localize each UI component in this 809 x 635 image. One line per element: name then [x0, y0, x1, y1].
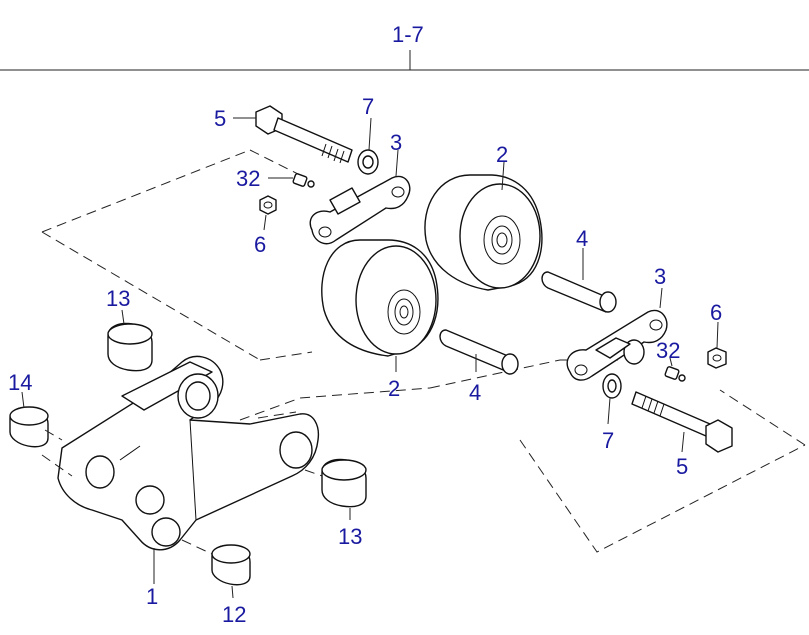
bushing-small [211, 544, 251, 586]
link-plate-top [309, 175, 411, 245]
callout-nut-right: 6 [710, 300, 722, 325]
grease-nipple-right [664, 366, 686, 382]
callout-bolt-right: 5 [676, 454, 688, 479]
grease-nipple-top [292, 173, 315, 188]
nut-right [707, 347, 727, 369]
callout-spacer-bottom: 4 [469, 380, 481, 405]
nut-top [259, 195, 277, 215]
callout-roller-bottom: 2 [388, 376, 400, 401]
washer-top [357, 149, 379, 175]
link-plate-right [566, 309, 668, 381]
callout-bushing-bottom: 13 [338, 524, 362, 549]
spacer-bottom [439, 329, 519, 375]
assembly-label: 1-7 [392, 22, 424, 47]
callout-roller-top: 2 [496, 142, 508, 167]
callout-grease-top: 32 [236, 166, 260, 191]
roller-top [424, 174, 543, 291]
callout-bushing-small: 12 [222, 602, 246, 627]
dashed-boundary-upper [41, 149, 313, 361]
callout-bolt-top: 5 [214, 106, 226, 131]
callout-bushing-top-left: 13 [106, 286, 130, 311]
callout-nut-top: 6 [254, 232, 266, 257]
callout-spacer-top: 4 [576, 226, 588, 251]
roller-bottom [321, 239, 439, 357]
washer-right [602, 373, 622, 399]
callout-washer-top: 7 [362, 94, 374, 119]
bushing-left [9, 406, 49, 448]
callout-washer-right: 7 [602, 428, 614, 453]
bushing-bottom [321, 458, 367, 508]
callout-grease-right: 32 [656, 338, 680, 363]
spacer-top [541, 271, 617, 313]
dashed-boundary-lower [239, 359, 806, 553]
callout-bushing-left: 14 [8, 370, 32, 395]
callout-link-top: 3 [390, 130, 402, 155]
bushing-top-left [107, 322, 153, 372]
bolt-right [631, 391, 733, 453]
main-frame [57, 355, 320, 551]
callout-link-right: 3 [654, 264, 666, 289]
callout-frame: 1 [146, 584, 158, 609]
assembly-bracket [0, 50, 809, 71]
bolt-top [255, 105, 353, 164]
